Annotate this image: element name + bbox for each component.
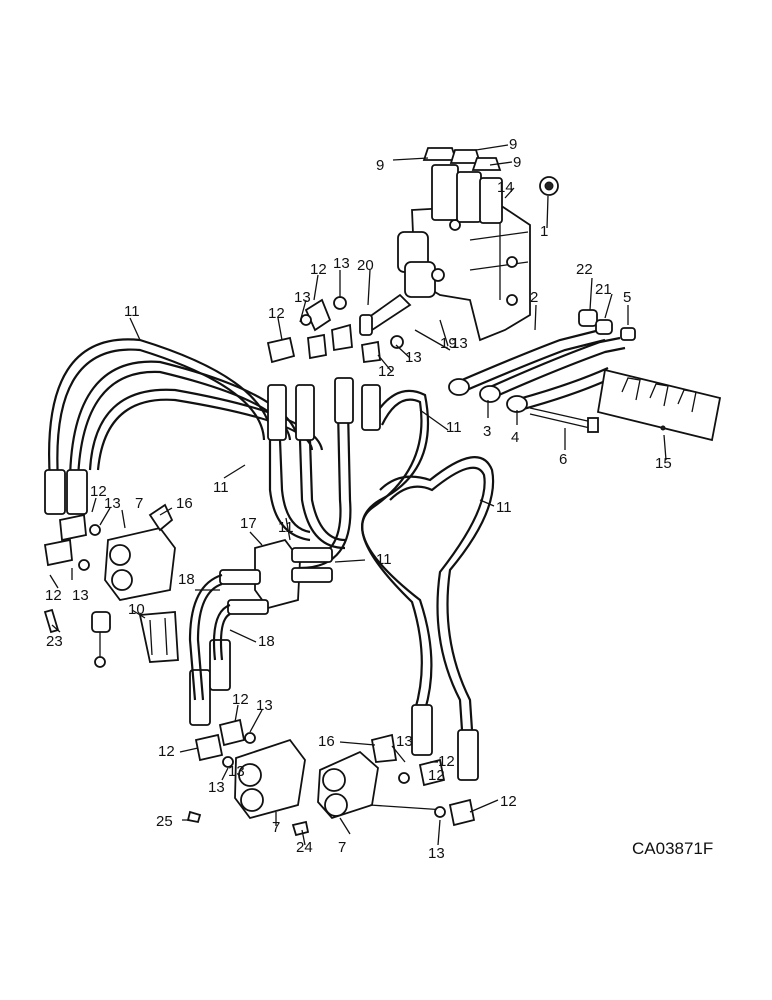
callout-3: 3 bbox=[483, 423, 491, 440]
left-coupler-assembly bbox=[43, 503, 176, 601]
callout-21: 21 bbox=[595, 281, 612, 298]
callout-12-d: 12 bbox=[90, 483, 107, 500]
callout-16-a: 16 bbox=[176, 495, 193, 512]
callout-11-b: 11 bbox=[446, 419, 462, 436]
callout-19: 19 bbox=[440, 335, 457, 352]
callout-10: 10 bbox=[128, 601, 145, 618]
callout-12-c: 12 bbox=[378, 363, 395, 380]
bottom-left-coupler bbox=[186, 718, 306, 824]
callout-13-a: 13 bbox=[333, 255, 350, 272]
callout-12-a: 12 bbox=[310, 261, 327, 278]
callout-18-b: 18 bbox=[258, 633, 275, 650]
callout-22: 22 bbox=[576, 261, 593, 278]
leader-lines bbox=[49, 144, 667, 846]
callout-2: 2 bbox=[530, 289, 538, 306]
part-1-plug bbox=[539, 176, 559, 196]
callout-12-i: 12 bbox=[500, 793, 517, 810]
callout-4: 4 bbox=[511, 429, 519, 446]
callout-7-b: 7 bbox=[272, 819, 280, 836]
callout-25: 25 bbox=[156, 813, 173, 830]
callout-11-e: 11 bbox=[278, 519, 294, 536]
callout-11-a: 11 bbox=[124, 303, 140, 320]
part-22-21-5-caps bbox=[578, 309, 636, 341]
callout-13-e: 13 bbox=[104, 495, 121, 512]
callout-18-a: 18 bbox=[178, 571, 195, 588]
callout-12-e: 12 bbox=[45, 587, 62, 604]
callout-17: 17 bbox=[240, 515, 257, 532]
part-18-hoses bbox=[188, 573, 231, 701]
callout-23: 23 bbox=[46, 633, 63, 650]
callout-16-b: 16 bbox=[318, 733, 335, 750]
part-15-plate bbox=[596, 368, 722, 442]
callout-12-j: 12 bbox=[428, 767, 445, 784]
callout-13-f: 13 bbox=[72, 587, 89, 604]
hose-set-right bbox=[361, 389, 495, 731]
callout-9-c: 9 bbox=[513, 154, 521, 171]
callout-13-c: 13 bbox=[451, 335, 468, 352]
control-valve-body bbox=[397, 147, 531, 342]
drawing-code: CA03871F bbox=[632, 839, 713, 858]
callout-15: 15 bbox=[655, 455, 672, 472]
callout-11-d: 11 bbox=[496, 499, 512, 516]
callout-12-f: 12 bbox=[232, 691, 249, 708]
callout-11-c: 11 bbox=[213, 479, 229, 496]
callout-13-g: 13 bbox=[256, 697, 273, 714]
callout-12-g: 12 bbox=[158, 743, 175, 760]
callout-labels: 9 9 9 14 1 12 13 20 13 12 19 13 12 13 2 … bbox=[45, 136, 713, 862]
callout-6: 6 bbox=[559, 451, 567, 468]
callout-7-a: 7 bbox=[135, 495, 143, 512]
callout-13-i: 13 bbox=[396, 733, 413, 750]
callout-20: 20 bbox=[357, 257, 374, 274]
callout-13-j: 13 bbox=[428, 845, 445, 862]
callout-5: 5 bbox=[623, 289, 631, 306]
hose-end-fittings bbox=[44, 377, 479, 781]
bottom-right-coupler bbox=[291, 733, 476, 837]
callout-1: 1 bbox=[540, 223, 548, 240]
part-2-3-4-tubes bbox=[448, 328, 626, 413]
callout-12-h: 12 bbox=[438, 753, 455, 770]
callout-13-d: 13 bbox=[405, 349, 422, 366]
callout-9-b: 9 bbox=[509, 136, 517, 153]
callout-13-h: 13 bbox=[208, 779, 225, 796]
valve-handle bbox=[91, 611, 111, 668]
callout-9-a: 9 bbox=[376, 157, 384, 174]
callout-12-b: 12 bbox=[268, 305, 285, 322]
callout-24: 24 bbox=[296, 839, 313, 856]
valve-fittings bbox=[266, 293, 412, 364]
hose-set-center bbox=[268, 409, 352, 570]
callout-11-f: 11 bbox=[376, 551, 392, 568]
callout-13-b: 13 bbox=[294, 289, 311, 306]
callout-13-k: 13 bbox=[228, 763, 245, 780]
part-6-bolt bbox=[529, 407, 599, 433]
callout-7-c: 7 bbox=[338, 839, 346, 856]
part-17-block bbox=[219, 538, 333, 615]
part-10-bracket bbox=[138, 611, 179, 663]
callout-14: 14 bbox=[497, 179, 514, 196]
